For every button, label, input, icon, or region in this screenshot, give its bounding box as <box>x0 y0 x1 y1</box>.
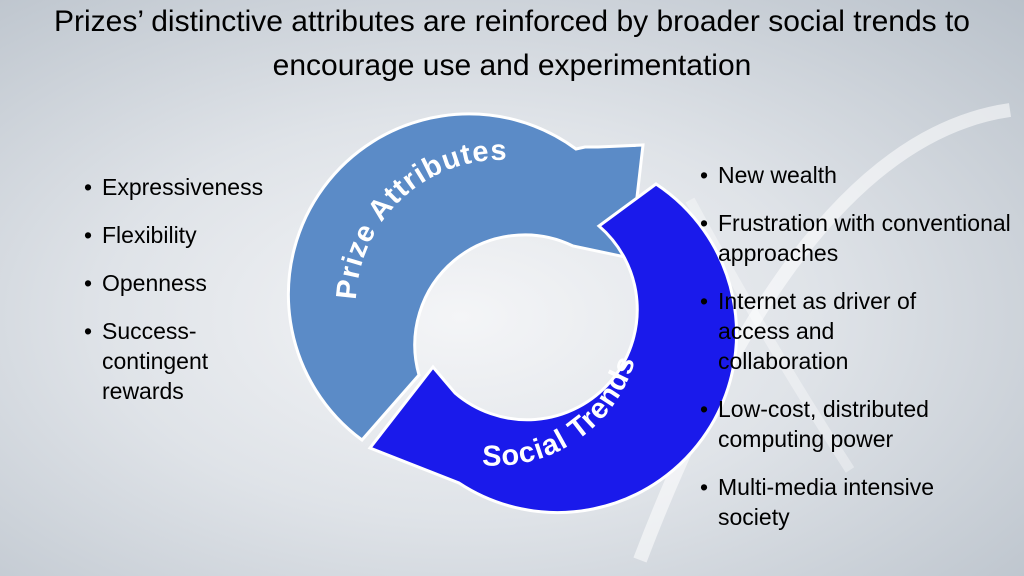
social-trends-list: New wealth Frustration with conventional… <box>700 160 1020 550</box>
list-item: Openness <box>84 268 263 298</box>
list-item: New wealth <box>700 160 1020 190</box>
list-item: Success-contingent rewards <box>84 316 242 406</box>
list-item: Multi-media intensive society <box>700 472 988 532</box>
list-item: Internet as driver of access and collabo… <box>700 286 918 376</box>
list-item: Low-cost, distributed computing power <box>700 394 988 454</box>
list-item: Frustration with conventional approaches <box>700 208 1018 268</box>
prize-attributes-arrow <box>286 112 645 443</box>
prize-attributes-list: Expressiveness Flexibility Openness Succ… <box>84 172 263 424</box>
list-item: Expressiveness <box>84 172 263 202</box>
slide-title: Prizes’ distinctive attributes are reinf… <box>54 5 970 82</box>
list-item: Flexibility <box>84 220 263 250</box>
